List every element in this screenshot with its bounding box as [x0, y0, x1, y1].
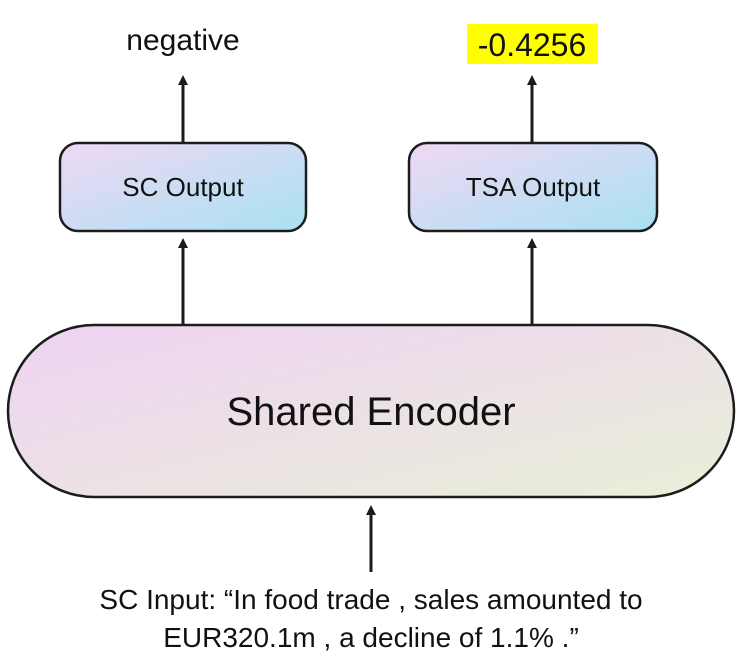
- tsa-output-head-label: TSA Output: [466, 172, 601, 202]
- tsa-output-head: TSA Output: [407, 141, 659, 233]
- input-text-line-2: EUR320.1m , a decline of 1.1% .”: [163, 622, 579, 653]
- shared-encoder: Shared Encoder: [6, 323, 736, 499]
- tsa-output-value: -0.4256: [478, 27, 587, 63]
- sc-output-head-label: SC Output: [122, 172, 244, 202]
- sc-output-head: SC Output: [58, 141, 308, 233]
- shared-encoder-label: Shared Encoder: [226, 390, 515, 434]
- tsa-value-highlight: [467, 24, 598, 64]
- sc-output-label: negative: [126, 24, 239, 57]
- input-text-line-1: SC Input: “In food trade , sales amounte…: [99, 584, 642, 615]
